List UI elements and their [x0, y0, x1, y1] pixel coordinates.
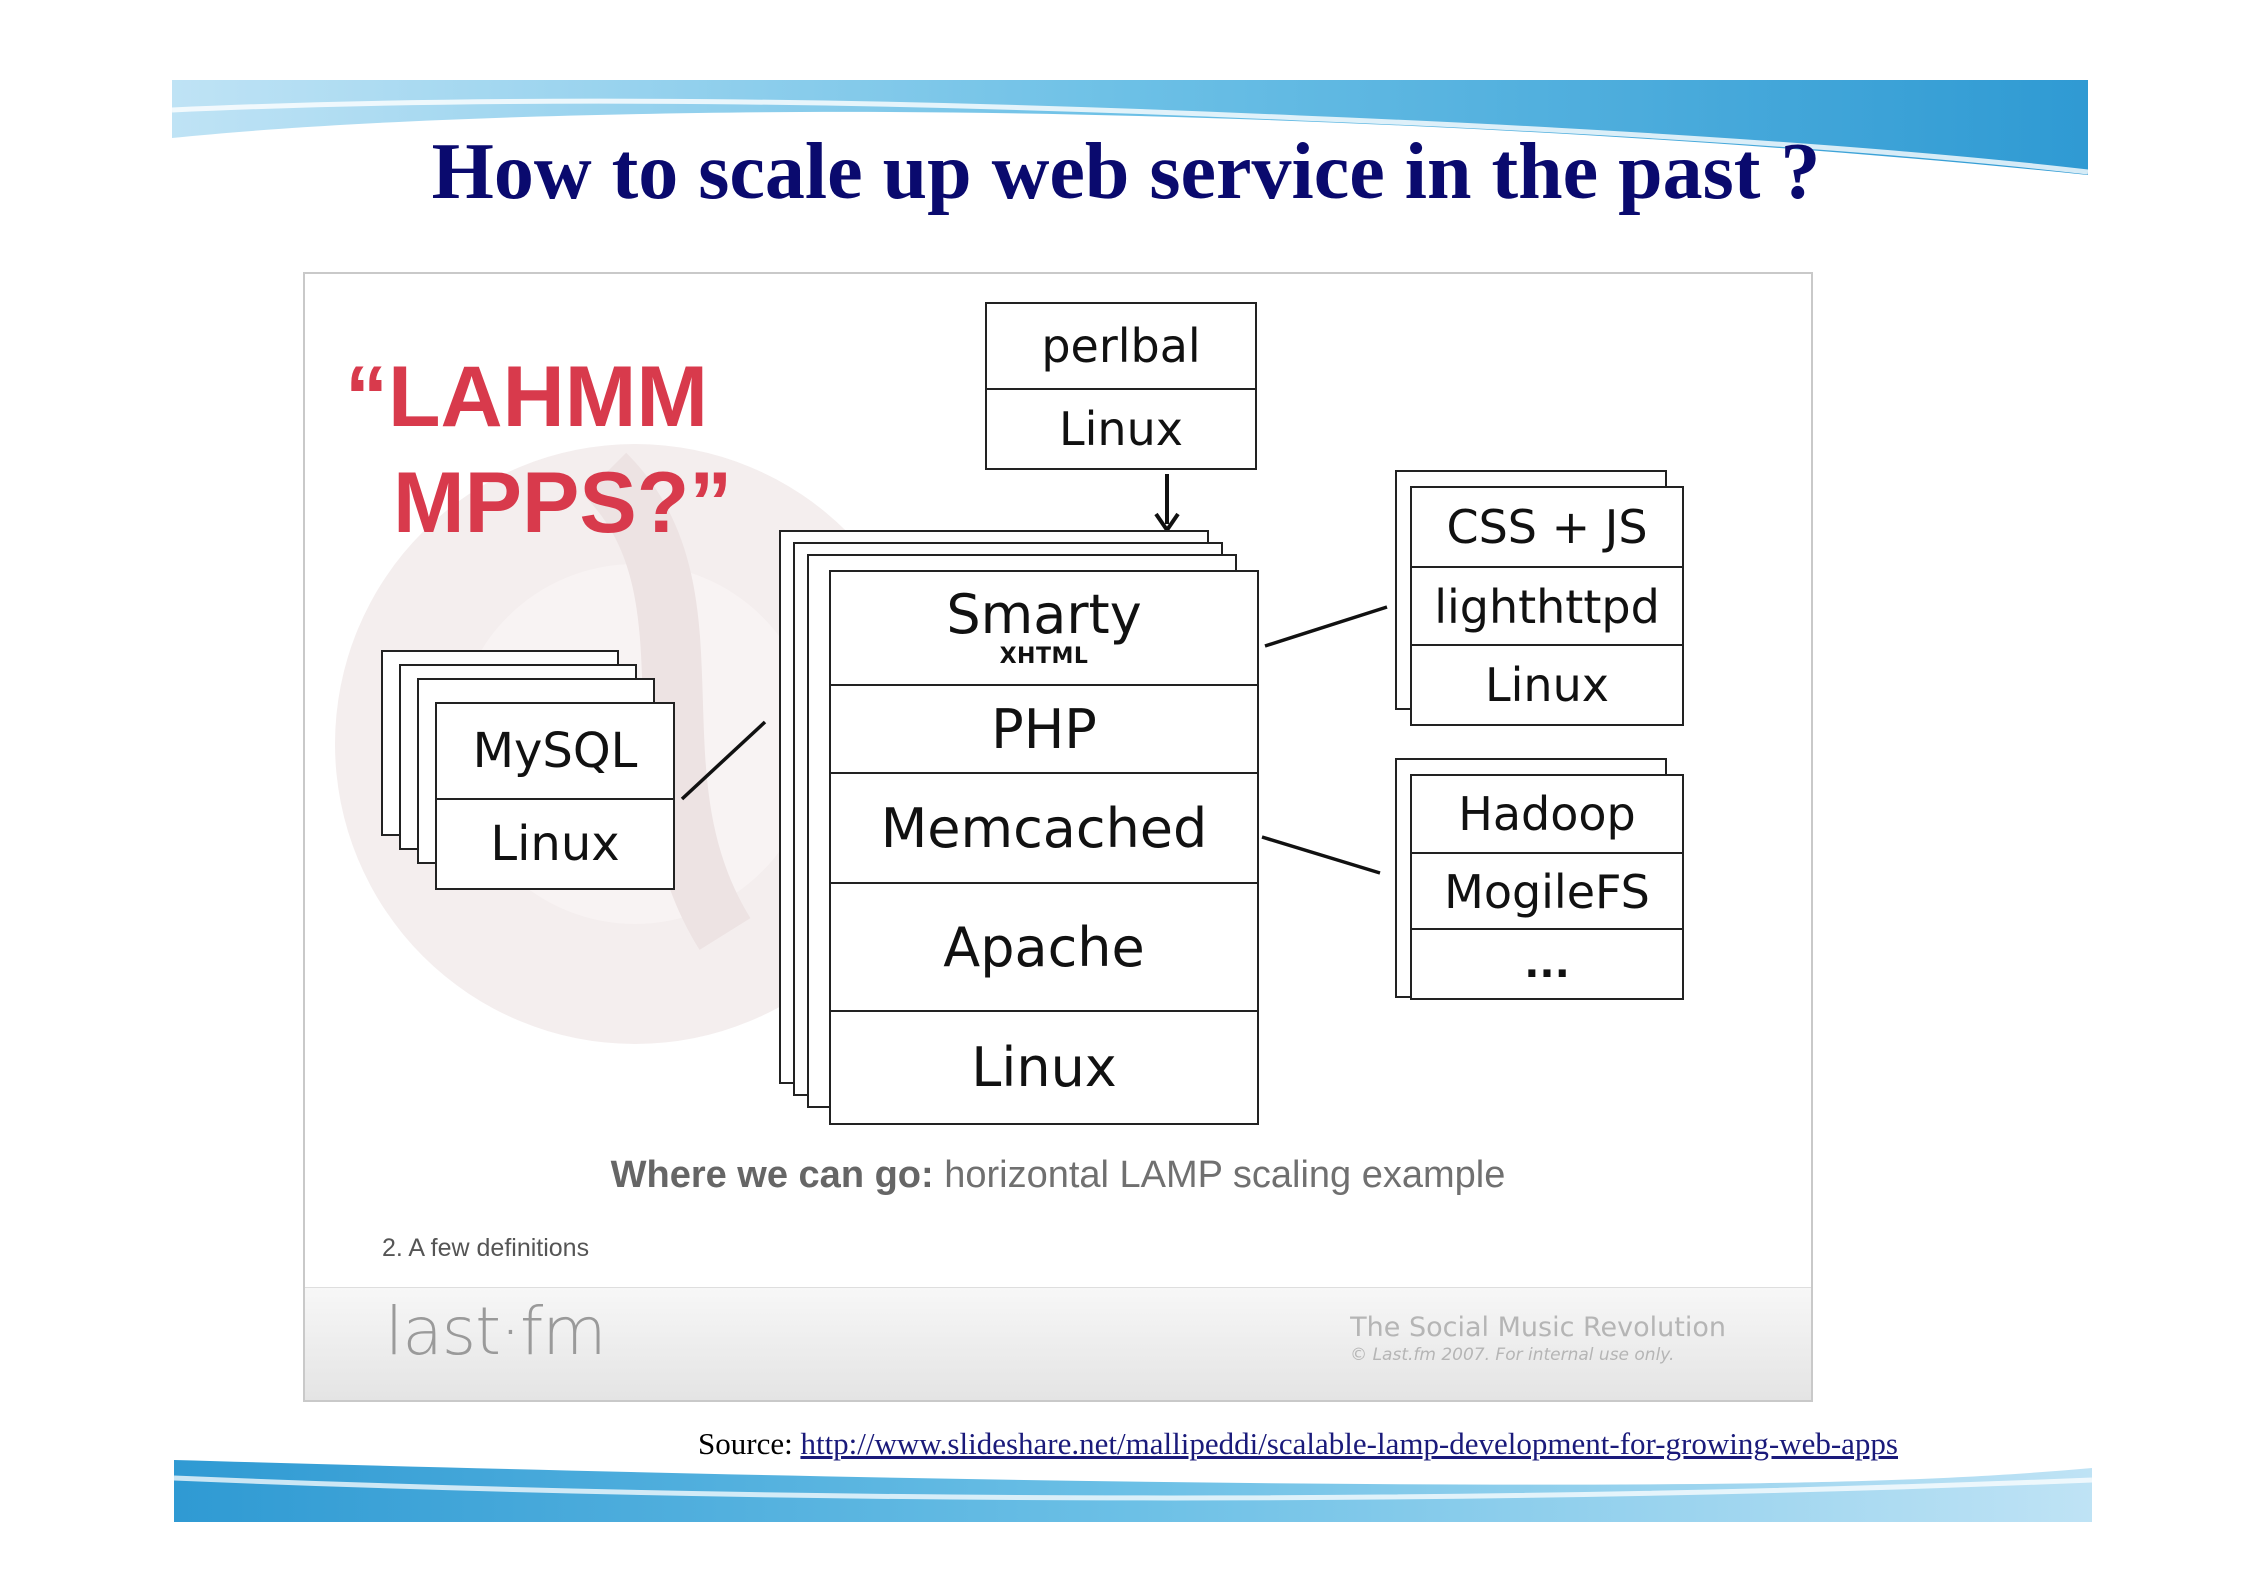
top-wave-band [171, 80, 2089, 175]
php-label: PHP [991, 698, 1097, 761]
source-label: Source: [698, 1426, 793, 1461]
slogan-line-1: “LAHMM [345, 349, 709, 445]
db-connector [680, 720, 767, 801]
mogilefs-label: MogileFS [1444, 865, 1650, 919]
hadoop-cell: Hadoop [1412, 776, 1682, 852]
css-js-cell: CSS + JS [1412, 488, 1682, 566]
lastfm-logo: last·fm [385, 1293, 607, 1370]
ellipsis-label: ... [1524, 941, 1570, 987]
web-linux-label: Linux [971, 1035, 1117, 1099]
php-cell: PHP [831, 684, 1257, 774]
mysql-label: MySQL [472, 723, 638, 779]
memcached-cell: Memcached [831, 772, 1257, 884]
hadoop-label: Hadoop [1458, 787, 1636, 841]
lahmm-slogan: “LAHMM MPPS?” [345, 344, 732, 556]
connector-lines [680, 474, 1388, 875]
slide-title: How to scale up web service in the past … [431, 128, 1821, 216]
web-stack-box: Smarty XHTML PHP Memcached Apache Linux [829, 570, 1259, 1125]
apache-cell: Apache [831, 882, 1257, 1012]
source-citation: Source: http://www.slideshare.net/mallip… [698, 1426, 1898, 1462]
diagram-caption: Where we can go: horizontal LAMP scaling… [305, 1154, 1811, 1197]
source-link[interactable]: http://www.slideshare.net/mallipeddi/sca… [800, 1426, 1898, 1461]
caption-bold: Where we can go: [610, 1154, 934, 1196]
perlbal-label: perlbal [1041, 319, 1201, 373]
copyright-text: © Last.fm 2007. For internal use only. [1350, 1345, 1675, 1365]
lastfm-tagline: The Social Music Revolution © Last.fm 20… [1350, 1312, 1726, 1365]
perlbal-cell: perlbal [987, 304, 1255, 388]
slogan-line-2: MPPS?” [393, 455, 733, 551]
css-js-label: CSS + JS [1446, 500, 1648, 554]
apache-label: Apache [943, 916, 1145, 979]
bottom-wave-band [173, 1460, 2093, 1522]
diagram-panel: “LAHMM MPPS?” perlbal Linux Smarty XHTML … [303, 272, 1813, 1402]
lb-linux-label: Linux [1059, 402, 1183, 456]
static-linux-cell: Linux [1412, 644, 1682, 724]
storage-connector [1261, 835, 1381, 875]
lighthttpd-label: lighthttpd [1434, 580, 1660, 634]
memcached-label: Memcached [880, 797, 1208, 860]
db-stack-box: MySQL Linux [435, 702, 675, 890]
lighthttpd-cell: lighthttpd [1412, 566, 1682, 646]
db-linux-label: Linux [490, 816, 620, 872]
storage-stack-box: Hadoop MogileFS ... [1410, 774, 1684, 1000]
xhtml-label: XHTML [999, 644, 1089, 669]
static-stack-box: CSS + JS lighthttpd Linux [1410, 486, 1684, 726]
ellipsis-cell: ... [1412, 928, 1682, 998]
lb-linux-cell: Linux [987, 388, 1255, 468]
db-linux-cell: Linux [437, 798, 673, 888]
caption-rest: horizontal LAMP scaling example [933, 1154, 1506, 1196]
lastfm-footer: last·fm The Social Music Revolution © La… [305, 1287, 1811, 1400]
static-connector [1264, 605, 1388, 648]
mysql-cell: MySQL [437, 704, 673, 798]
smarty-label: Smarty [946, 583, 1142, 646]
tagline-text: The Social Music Revolution [1350, 1312, 1726, 1343]
mogilefs-cell: MogileFS [1412, 852, 1682, 930]
load-balancer-box: perlbal Linux [985, 302, 1257, 470]
web-linux-cell: Linux [831, 1010, 1257, 1123]
static-linux-label: Linux [1485, 658, 1609, 712]
slide-footnote: 2. A few definitions [382, 1234, 590, 1262]
smarty-cell: Smarty XHTML [831, 572, 1257, 684]
